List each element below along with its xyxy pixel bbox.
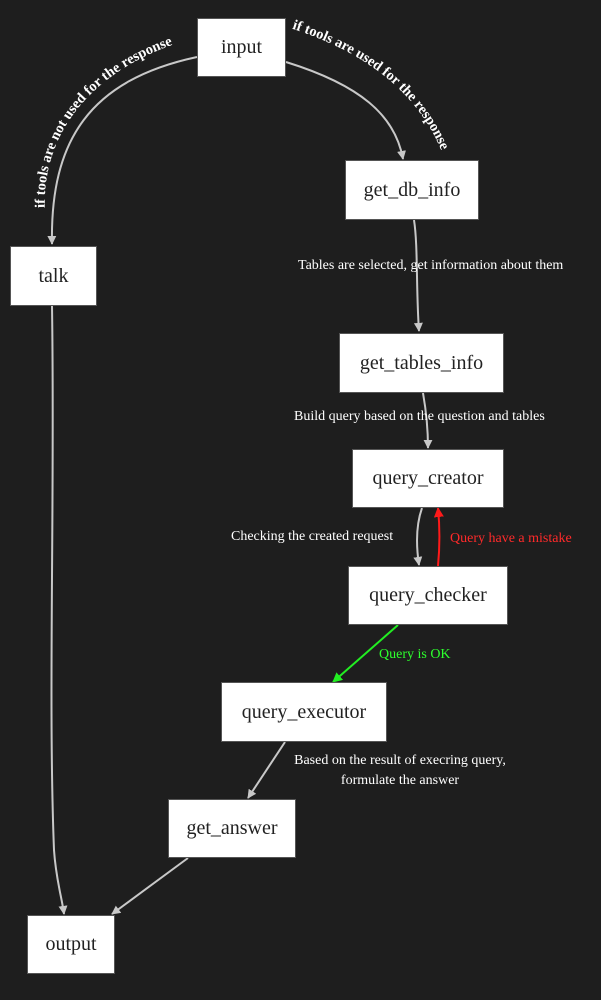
label-query-ok: Query is OK bbox=[379, 647, 451, 662]
label-checking: Checking the created request bbox=[231, 529, 394, 544]
edge-get-tables-info-query-creator bbox=[422, 392, 433, 449]
label-build-query: Build query based on the question and ta… bbox=[294, 409, 545, 424]
node-talk: talk bbox=[10, 246, 97, 306]
edge-get-db-info-get-tables-info bbox=[413, 219, 423, 332]
edge-input-talk bbox=[47, 56, 198, 245]
label-query-mistake: Query have a mistake bbox=[450, 531, 572, 546]
node-query-executor: query_executor bbox=[221, 682, 387, 742]
label-based-on-result-line2: formulate the answer bbox=[340, 773, 460, 788]
node-get-tables-info: get_tables_info bbox=[339, 333, 504, 393]
edge-query-creator-query-checker bbox=[413, 507, 423, 566]
edge-query-checker-query-creator bbox=[433, 507, 444, 567]
edge-input-get-db-info bbox=[285, 61, 406, 160]
node-input: input bbox=[197, 18, 286, 77]
edge-get-answer-output bbox=[111, 857, 189, 915]
label-tools-not-used: if tools are not used for the response bbox=[33, 33, 175, 208]
edge-query-checker-query-executor bbox=[332, 624, 399, 683]
edge-query-executor-get-answer bbox=[247, 741, 286, 799]
node-query-creator: query_creator bbox=[352, 449, 504, 508]
node-get-answer: get_answer bbox=[168, 799, 296, 858]
label-based-on-result: Based on the result of execring query, f… bbox=[280, 751, 520, 791]
label-tables-selected: Tables are selected, get information abo… bbox=[298, 258, 564, 273]
node-get-db-info: get_db_info bbox=[345, 160, 479, 220]
node-query-checker: query_checker bbox=[348, 566, 508, 625]
label-based-on-result-line1: Based on the result of execring query, bbox=[294, 753, 506, 768]
edge-talk-output bbox=[50, 305, 68, 915]
label-tools-used: if tools are used for the response bbox=[291, 17, 453, 152]
node-output: output bbox=[27, 915, 115, 974]
